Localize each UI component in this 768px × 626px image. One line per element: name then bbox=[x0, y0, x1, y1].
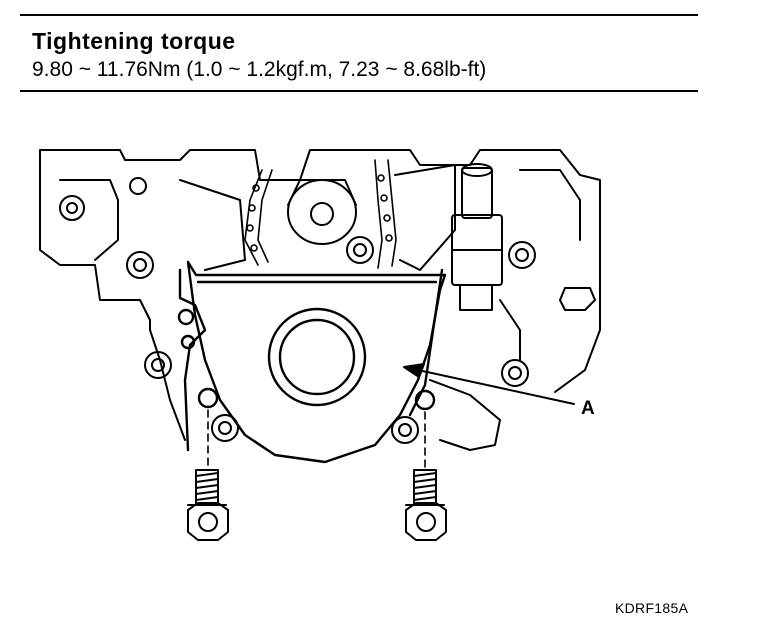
installation-guides bbox=[207, 409, 426, 471]
bolt-head bbox=[391, 416, 419, 444]
callout-label-a: A bbox=[581, 398, 595, 419]
bolt-right bbox=[405, 469, 447, 541]
bolt-head bbox=[144, 351, 172, 379]
bolt-left bbox=[187, 469, 229, 541]
chain-tensioner bbox=[451, 163, 503, 311]
spec-title: Tightening torque bbox=[32, 28, 236, 54]
bolt-head bbox=[508, 241, 536, 269]
callout-arrow bbox=[403, 363, 575, 405]
mounting-bolts bbox=[126, 236, 596, 444]
engine-block-outline bbox=[39, 149, 601, 451]
spec-value: 9.80 ~ 11.76Nm (1.0 ~ 1.2kgf.m, 7.23 ~ 8… bbox=[32, 58, 487, 81]
seal-case-cover bbox=[177, 260, 447, 464]
bolt-head bbox=[501, 359, 529, 387]
sprocket bbox=[287, 179, 357, 245]
bolt-head bbox=[126, 251, 154, 279]
seal-lip bbox=[267, 307, 367, 407]
crank-bore bbox=[278, 318, 356, 396]
timing-chain bbox=[244, 159, 397, 269]
figure-code: KDRF185A bbox=[615, 600, 689, 616]
bolt-head bbox=[211, 414, 239, 442]
torque-spec-box: Tightening torque 9.80 ~ 11.76Nm (1.0 ~ … bbox=[20, 14, 698, 92]
bolt-head bbox=[346, 236, 374, 264]
